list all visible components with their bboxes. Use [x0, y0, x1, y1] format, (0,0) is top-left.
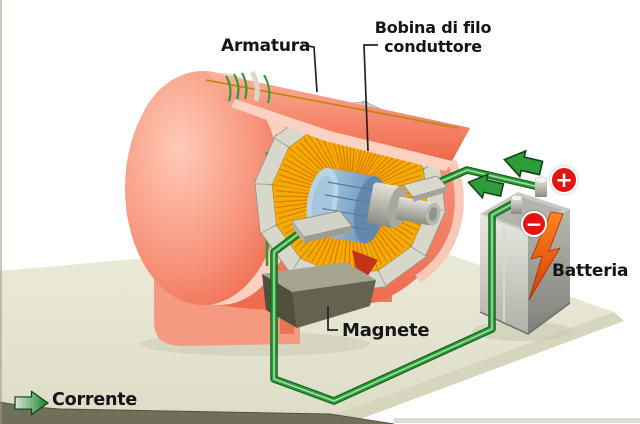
armatura-label: Armatura [221, 36, 311, 56]
pointer-bobina [363, 44, 378, 152]
batteria-label: Batteria [552, 261, 629, 281]
armature-disc [125, 71, 281, 305]
magnete-label: Magnete [342, 320, 430, 341]
brush-upper [402, 175, 448, 202]
minus-badge: − [521, 211, 547, 237]
lightning-icon [528, 211, 564, 301]
pointer-lines [301, 44, 378, 331]
terminal-negative [510, 194, 523, 214]
brush-lower [291, 210, 353, 243]
bobina-label-line2: conduttore [384, 37, 482, 56]
plus-badge: + [550, 166, 578, 194]
pointer-magnete [327, 306, 338, 331]
wire-positive [433, 166, 543, 191]
corrente-label: Corrente [52, 390, 138, 410]
bobina-label-line1: Bobina di filo [374, 18, 492, 37]
bobina-label: Bobina di filo conduttore [372, 18, 494, 56]
gold-wire-line [205, 79, 459, 129]
terminal-positive [534, 176, 548, 197]
current-arrow-icon [500, 145, 545, 182]
pointer-armatura [301, 44, 318, 93]
motor-shaft [367, 182, 441, 229]
wire-negative [270, 199, 518, 405]
housing-top-band [205, 70, 470, 171]
